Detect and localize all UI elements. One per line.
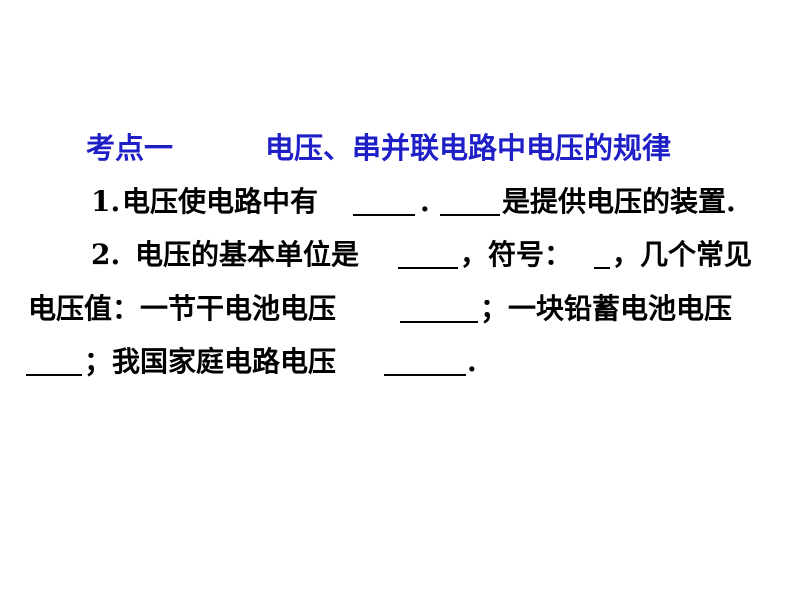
question-1-dot: . xyxy=(420,185,430,218)
question-1-text-a: 电压使电路中有 xyxy=(122,185,319,218)
question-number-2: 2. xyxy=(91,238,121,271)
question-4-text-b: . xyxy=(467,345,477,378)
question-1-text-b: 是提供电压的装置. xyxy=(502,185,736,218)
answer-blank xyxy=(26,346,82,376)
answer-blank xyxy=(594,239,610,269)
answer-blank xyxy=(398,239,458,269)
section-heading: 考点一 电压、串并联电路中电压的规律 xyxy=(0,128,800,168)
answer-blank xyxy=(384,346,466,376)
question-line-2: 2. 电压的基本单位是 ，符号： ，几个常见 xyxy=(0,235,800,275)
heading-label: 考点一 xyxy=(86,131,174,165)
question-line-4: ；我国家庭电路电压 . xyxy=(0,342,800,382)
question-3-text-b: ；一块铅蓄电池电压 xyxy=(480,292,733,325)
question-line-1: 1. 电压使电路中有 . 是提供电压的装置. xyxy=(0,182,800,222)
answer-blank xyxy=(400,293,478,323)
heading-topic: 电压、串并联电路中电压的规律 xyxy=(265,131,672,165)
question-number-1: 1. xyxy=(91,185,121,218)
question-2-text-a: 电压的基本单位是 xyxy=(135,238,360,271)
question-2-text-b: ，符号： xyxy=(460,238,573,271)
question-2-text-c: ，几个常见 xyxy=(612,238,753,271)
question-3-text-a: 电压值：一节干电池电压 xyxy=(28,292,337,325)
question-line-3: 电压值：一节干电池电压 ；一块铅蓄电池电压 xyxy=(0,289,800,329)
question-4-text-a: ；我国家庭电路电压 xyxy=(84,345,337,378)
answer-blank xyxy=(353,186,415,216)
answer-blank xyxy=(440,186,500,216)
